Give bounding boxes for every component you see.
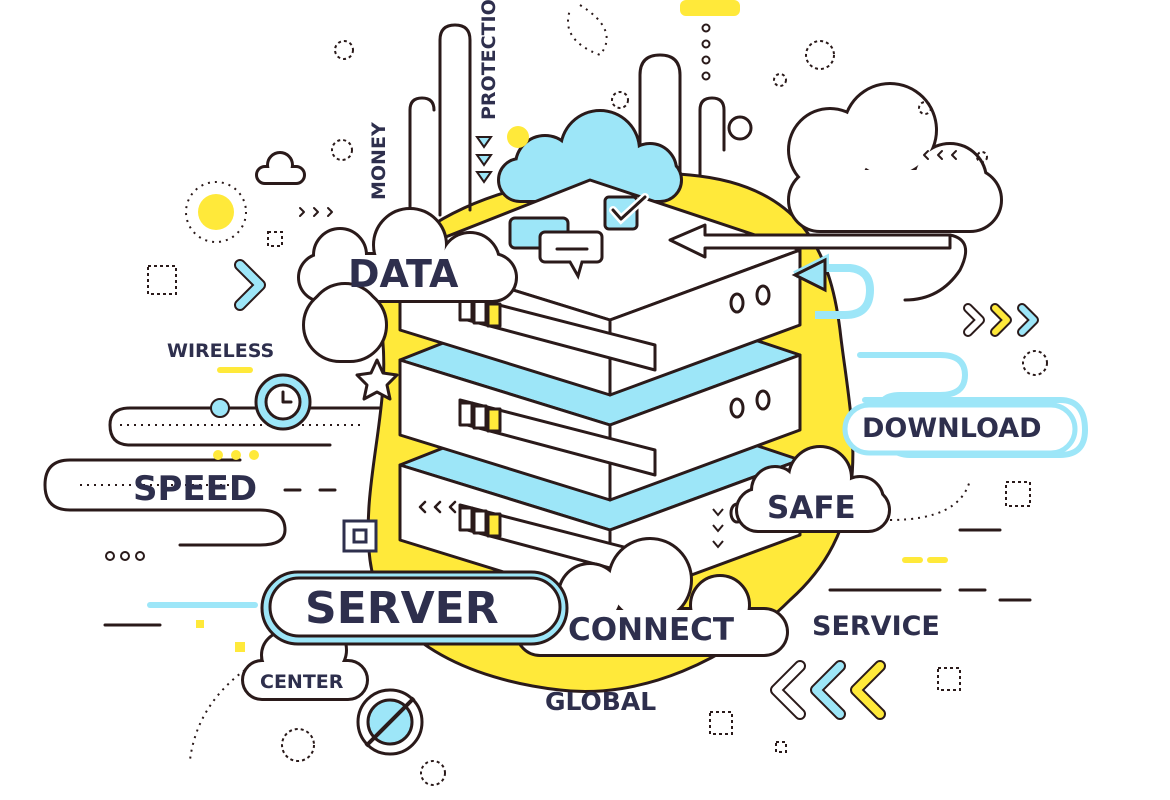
dot-decorations xyxy=(105,23,1048,786)
small-circle xyxy=(727,115,753,141)
dot xyxy=(701,55,711,65)
checkbox-icon xyxy=(603,193,649,231)
chevron-icon xyxy=(236,261,264,309)
chevron-icon xyxy=(313,207,319,217)
dotted-square xyxy=(709,711,733,735)
status-light xyxy=(729,397,745,419)
dot xyxy=(701,71,711,81)
dotted-circle xyxy=(805,40,835,70)
server-pill xyxy=(260,570,569,646)
label-money: MONEY xyxy=(368,122,390,200)
status-light xyxy=(755,284,771,306)
dotted-paths xyxy=(80,4,971,761)
download-pill xyxy=(842,402,1078,456)
triangle-icon xyxy=(475,136,493,149)
chevron-down-icon xyxy=(712,524,724,533)
label-service: SERVICE xyxy=(812,611,940,642)
arrow-return-icon xyxy=(791,253,875,319)
dotted-circle xyxy=(1022,350,1048,376)
arrow-left-icon xyxy=(668,223,968,302)
label-server: SERVER xyxy=(305,583,499,634)
chevron-icon xyxy=(448,500,457,514)
dotted-circle xyxy=(773,73,787,87)
chevron-icon xyxy=(812,662,844,718)
label-wireless: WIRELESS xyxy=(167,340,274,362)
chevron-decorations xyxy=(234,150,1039,720)
cloud-blue-top xyxy=(497,109,683,203)
clock-icon xyxy=(210,373,312,431)
label-protection: PROTECTION xyxy=(478,0,500,120)
drive-bay xyxy=(486,302,502,328)
label-connect: CONNECT xyxy=(568,612,734,648)
yellow-dot xyxy=(507,126,529,148)
dotted-circle xyxy=(918,101,932,115)
chevron-icon xyxy=(951,150,957,160)
chevron-icon xyxy=(923,150,929,160)
dotted-circle xyxy=(334,40,354,60)
drive-bay xyxy=(472,509,488,535)
chevron-icon xyxy=(937,150,943,160)
chevron-icon xyxy=(772,662,804,718)
label-safe: SAFE xyxy=(767,490,856,526)
chevron-icon xyxy=(965,305,983,335)
sun-icon xyxy=(185,181,247,243)
triangle-icon xyxy=(475,154,493,167)
label-center: CENTER xyxy=(260,671,344,693)
cloud-top-right xyxy=(787,82,1003,233)
no-signal-icon xyxy=(356,688,424,756)
dot xyxy=(120,551,130,561)
dot xyxy=(135,551,145,561)
status-light xyxy=(755,389,771,411)
label-global: GLOBAL xyxy=(545,687,656,716)
dotted-square xyxy=(775,741,787,753)
chevron-down-icon xyxy=(712,540,724,549)
chevron-icon xyxy=(299,207,305,217)
dotted-circle xyxy=(420,760,446,786)
cloud-data-lower xyxy=(302,282,388,363)
dotted-circle xyxy=(976,151,988,163)
yellow-square xyxy=(196,620,204,628)
chevron-down-icon xyxy=(712,508,724,517)
drive-bay xyxy=(472,404,488,430)
dot xyxy=(213,450,223,460)
chevron-icon xyxy=(992,305,1010,335)
chevron-icon xyxy=(433,500,442,514)
drive-bay xyxy=(486,407,502,433)
target-square-icon xyxy=(342,519,378,553)
chevron-icon xyxy=(418,500,427,514)
cloud-small xyxy=(255,151,306,185)
star-icon xyxy=(355,358,399,401)
dot xyxy=(105,551,115,561)
label-download: DOWNLOAD xyxy=(862,413,1042,444)
dotted-circle xyxy=(281,728,315,762)
cloud-connect xyxy=(515,537,789,657)
drive-bay xyxy=(486,512,502,538)
yellow-tab xyxy=(680,0,740,16)
chevron-icon xyxy=(852,662,884,718)
dotted-square xyxy=(1005,481,1031,507)
label-data: DATA xyxy=(348,252,459,296)
drive-bay xyxy=(458,401,474,427)
yellow-square xyxy=(235,642,245,652)
background-lines xyxy=(43,23,1088,627)
dotted-square xyxy=(267,231,283,247)
dot xyxy=(701,23,711,33)
triangle-icon xyxy=(475,171,493,184)
cloud-safe xyxy=(735,445,891,533)
dotted-square xyxy=(147,265,177,295)
chat-bubbles-icon xyxy=(508,216,604,280)
dotted-square xyxy=(937,667,961,691)
drive-bay xyxy=(472,299,488,325)
dot xyxy=(249,450,259,460)
drive-bay xyxy=(458,506,474,532)
dot xyxy=(701,39,711,49)
chevron-icon xyxy=(1019,305,1037,335)
chevron-icon xyxy=(327,207,333,217)
status-light xyxy=(729,292,745,314)
dotted-circle xyxy=(611,91,629,109)
dot xyxy=(231,450,241,460)
label-speed: SPEED xyxy=(133,469,257,509)
dotted-circle xyxy=(331,139,353,161)
